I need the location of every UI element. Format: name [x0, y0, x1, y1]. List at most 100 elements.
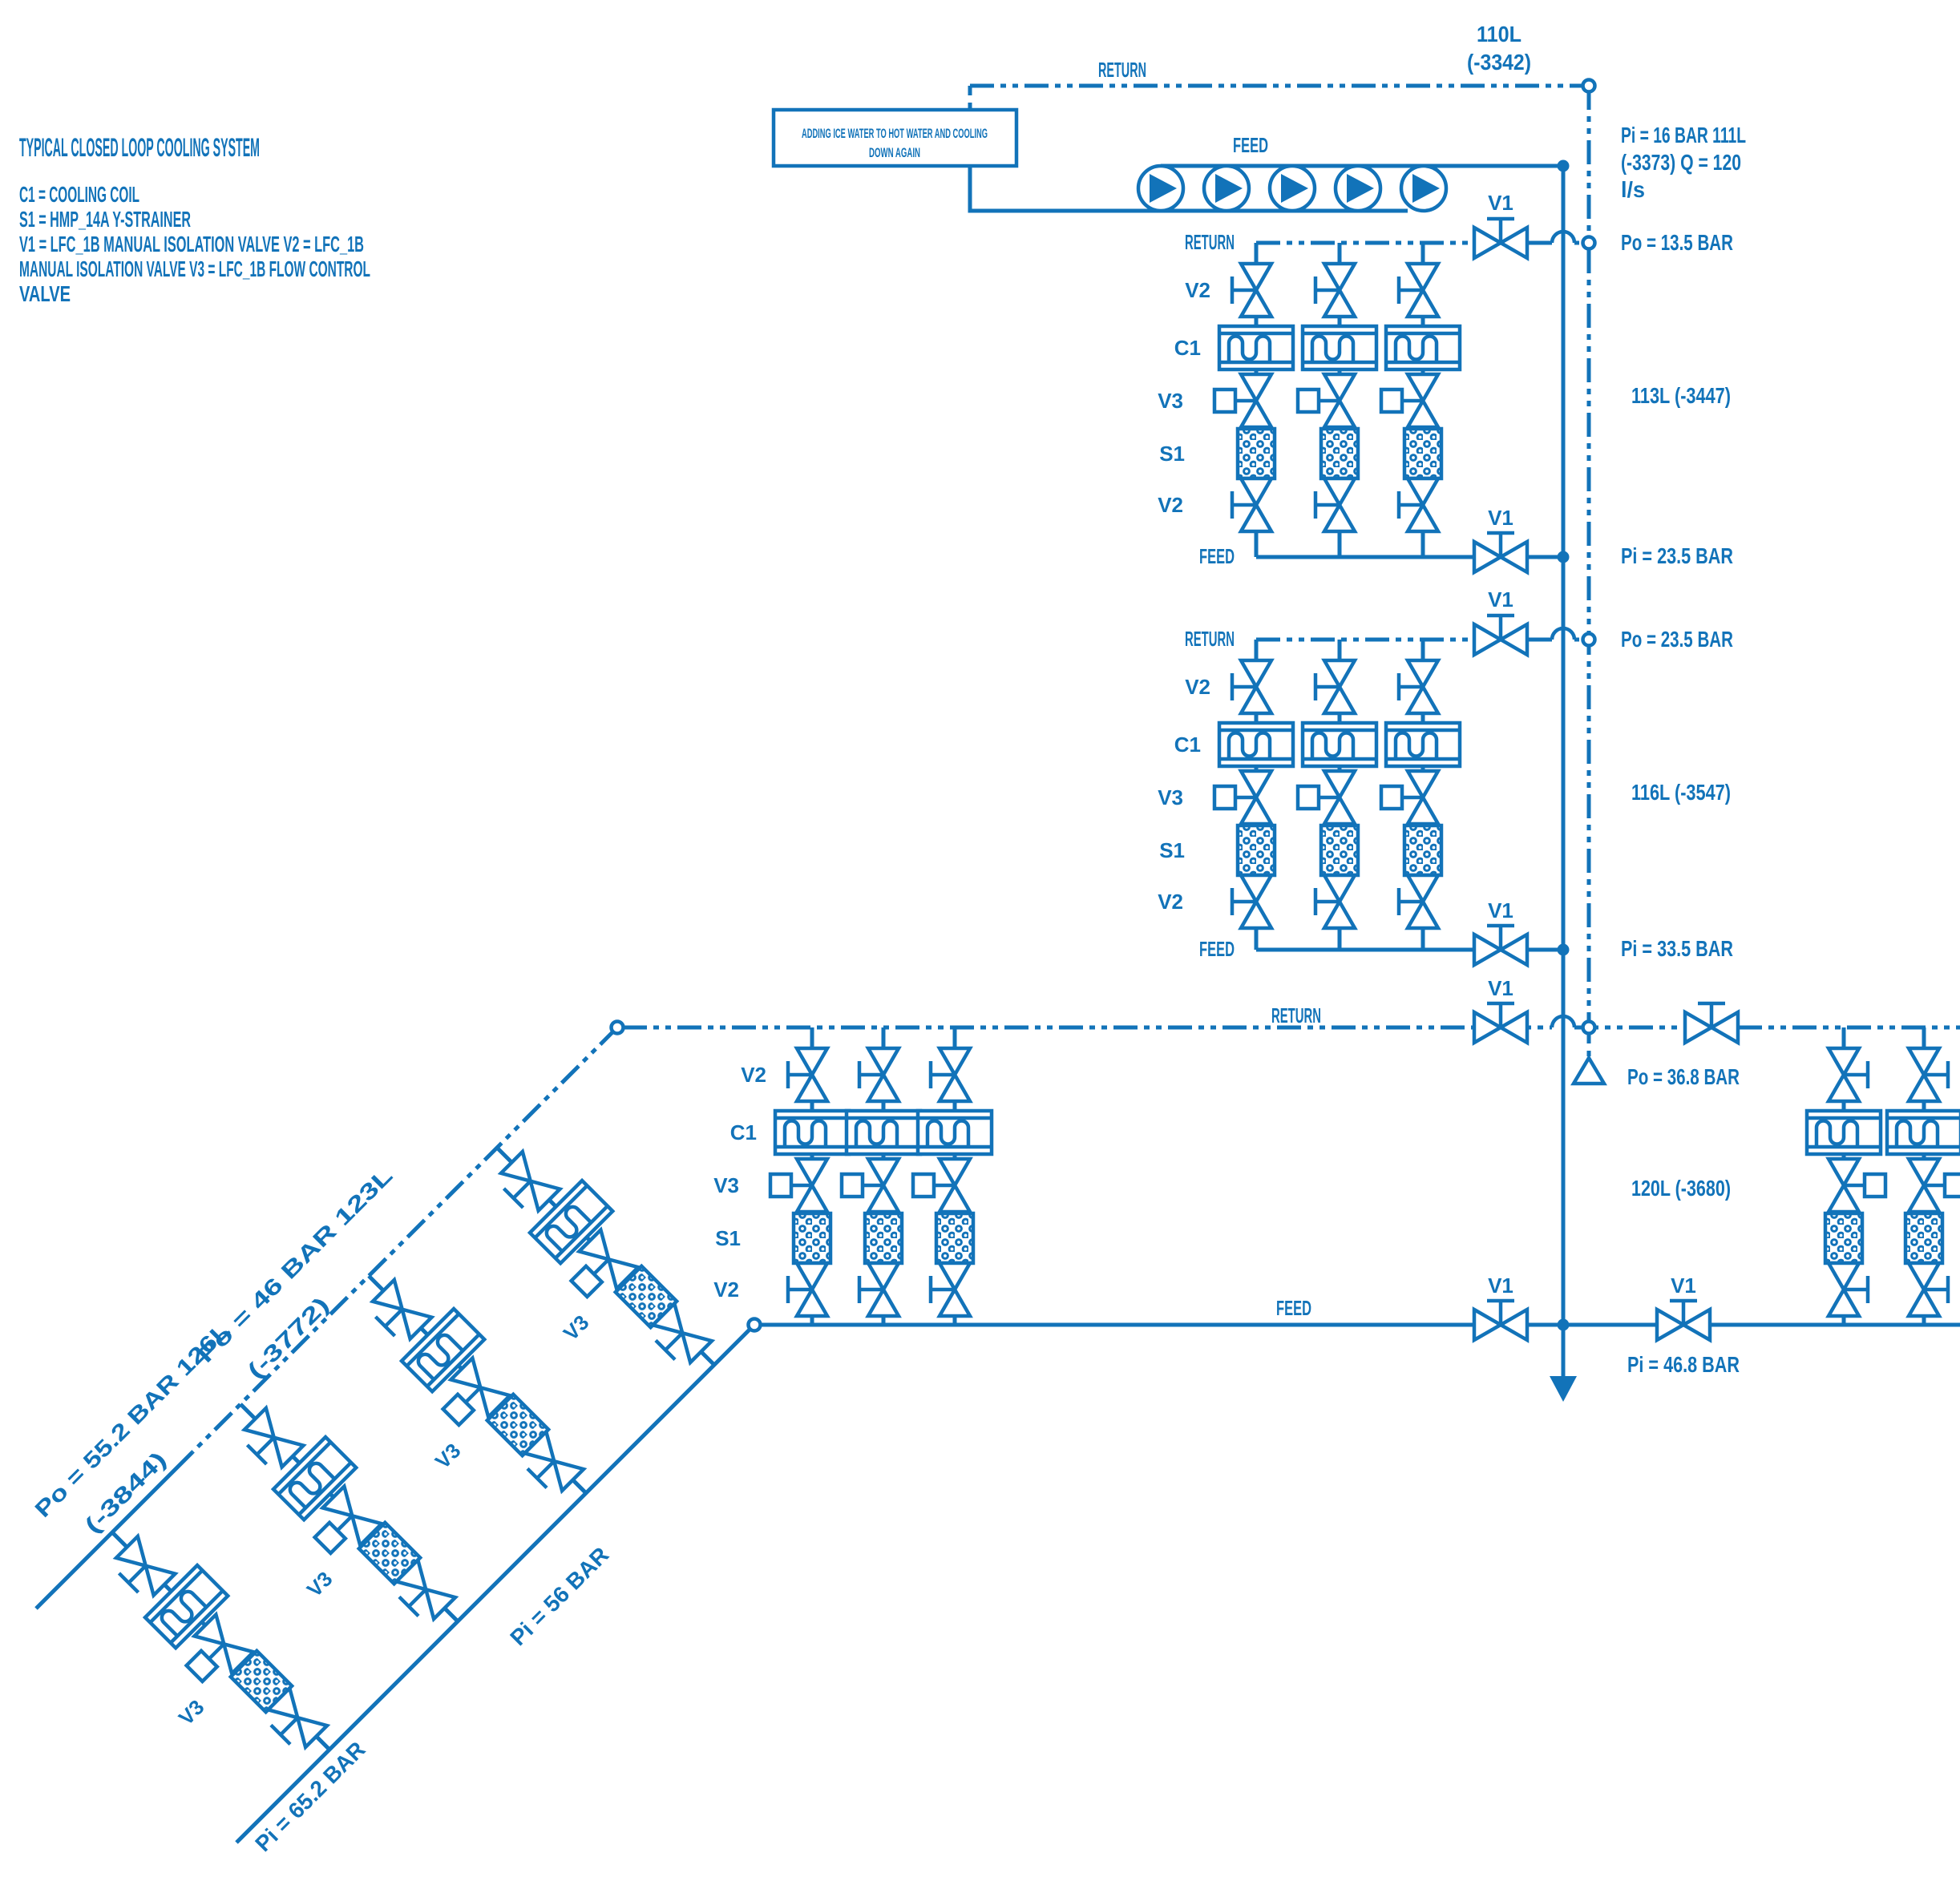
junction-dot: [1557, 551, 1570, 563]
cooling-branch-stack: [483, 1136, 727, 1381]
legend-line: MANUAL ISOLATION VALVE V3 = LFC_1B FLOW …: [19, 256, 370, 281]
pump-station: RETURN FEED: [1098, 58, 1446, 211]
feed-label: FEED: [1276, 1296, 1311, 1320]
cooling-branch: [913, 1048, 992, 1316]
cooling-branch: [770, 1048, 849, 1316]
isolation-valve-v1-icon: [1657, 1301, 1710, 1340]
v1-label: V1: [1488, 898, 1513, 922]
v3-label: V3: [1158, 389, 1183, 413]
junction-node: [749, 1319, 761, 1331]
s1-label: S1: [1159, 442, 1185, 466]
return-rail-126l: [34, 1451, 194, 1610]
legend-line: C1 = COOLING COIL: [19, 182, 139, 207]
cooling-branch: [1381, 660, 1460, 928]
cooling-branch: [1887, 1048, 1960, 1316]
feed-info-label: (-3373) Q = 120: [1621, 150, 1741, 175]
v1-label: V1: [1488, 976, 1513, 1000]
feed-label: FEED: [1199, 937, 1235, 961]
return-label: RETURN: [1098, 58, 1146, 82]
level-label: 116L (-3547): [1631, 780, 1731, 805]
riser-labels: 110L (-3342) Pi = 16 BAR 111L (-3373) Q …: [1467, 22, 1746, 202]
c1-label: C1: [1174, 733, 1201, 757]
pressure-in-label-126l: Pi = 65.2 BAR: [250, 1737, 370, 1856]
bank-113l: RETURN FEED V2 C1 V3 S1 V2 V1 V1 Po = 13…: [1158, 191, 1733, 572]
cooling-branch-diagonal: [467, 1121, 740, 1394]
v3-label: V3: [559, 1310, 594, 1346]
cooling-branch-stack: [226, 1393, 471, 1637]
junction-node: [1583, 1022, 1595, 1034]
vent-icon: [1570, 1054, 1607, 1086]
cooling-branch-diagonal: [339, 1249, 612, 1522]
isolation-valve-v1-icon: [1474, 533, 1527, 572]
v3-label-rot: V3: [302, 1567, 337, 1602]
isolation-valve-icon: [1685, 1003, 1738, 1043]
v2-label: V2: [1158, 493, 1183, 517]
isolation-valve-v1-icon: [1474, 1003, 1527, 1043]
legend: TYPICAL CLOSED LOOP COOLING SYSTEM C1 = …: [19, 133, 370, 306]
return-label: RETURN: [1271, 1003, 1321, 1027]
isolation-valve-v1-icon: [1474, 1301, 1527, 1340]
isolation-valve-v1-icon: [1474, 219, 1527, 258]
junction-node: [1583, 80, 1595, 92]
note-box-text: DOWN AGAIN: [869, 145, 920, 160]
isolation-valve-v1-icon: [1474, 926, 1527, 965]
pressure-out-label: Po = 23.5 BAR: [1621, 627, 1733, 652]
return-label: RETURN: [1185, 627, 1235, 651]
legend-line: V1 = LFC_1B MANUAL ISOLATION VALVE V2 = …: [19, 232, 364, 256]
level-label: 120L (-3680): [1631, 1176, 1731, 1201]
v2-label: V2: [1185, 278, 1210, 302]
cooling-branch-stack: [354, 1265, 599, 1509]
return-level-label: 110L: [1477, 22, 1522, 46]
junction-node: [612, 1022, 624, 1034]
junction-node: [1583, 237, 1595, 249]
level-label: 113L (-3447): [1631, 383, 1731, 408]
return-rail-123l: [191, 1026, 619, 1454]
cooling-branch-diagonal: [211, 1378, 483, 1650]
note-box: ADDING ICE WATER TO HOT WATER AND COOLIN…: [771, 107, 1019, 168]
return-level-label: (-3342): [1467, 50, 1531, 75]
note-box-text: ADDING ICE WATER TO HOT WATER AND COOLIN…: [802, 126, 988, 141]
cooling-branch: [1381, 264, 1460, 531]
cooling-branch: [1807, 1048, 1885, 1316]
c1-label: C1: [1174, 336, 1201, 360]
bank-right-partial: [1807, 1027, 1960, 1325]
v3-label-rot: V3: [430, 1439, 466, 1474]
feed-rail-diagonal: [235, 1323, 756, 1844]
v1-label: V1: [1488, 587, 1513, 612]
feed-label: FEED: [1233, 133, 1268, 157]
pump-icon: [1401, 166, 1446, 211]
page-title: TYPICAL CLOSED LOOP COOLING SYSTEM: [19, 133, 260, 162]
pump-icon: [1270, 166, 1315, 211]
pressure-out-label: Po = 13.5 BAR: [1621, 230, 1733, 255]
v2-label: V2: [713, 1278, 739, 1302]
v1-label: V1: [1671, 1274, 1696, 1298]
v1-label: V1: [1488, 506, 1513, 530]
v3-label: V3: [1158, 785, 1183, 809]
return-pipes: [34, 83, 1960, 1610]
v2-label: V2: [741, 1063, 766, 1087]
pressure-in-label: Pi = 23.5 BAR: [1621, 543, 1733, 568]
pressure-in-label: Pi = 65.2 BAR: [250, 1737, 370, 1856]
v3-label: V3: [302, 1567, 337, 1602]
v1-label: V1: [1488, 191, 1513, 215]
v3-label-rot: V3: [174, 1695, 209, 1730]
feed-info-label: l/s: [1621, 177, 1645, 202]
s1-label: S1: [715, 1226, 741, 1250]
junction-node: [1583, 634, 1595, 646]
v2-label: V2: [1185, 675, 1210, 699]
feed-label: FEED: [1199, 544, 1235, 568]
pump-suction-rail: [968, 166, 1408, 213]
return-label: RETURN: [1185, 230, 1235, 254]
v3-label: V3: [174, 1695, 209, 1730]
bank-116l: RETURN FEED V2 C1 V3 S1 V2 V1 V1 Po = 23…: [1158, 587, 1733, 965]
pump-icon: [1336, 166, 1380, 211]
pump-icon: [1138, 166, 1183, 211]
cooling-branch: [842, 1048, 920, 1316]
isolation-valve-v1-icon: [1474, 616, 1527, 655]
junction-dot: [1557, 943, 1570, 956]
junction-dot: [1557, 159, 1570, 172]
pump-icon: [1204, 166, 1249, 211]
cooling-branch-stack: [98, 1521, 342, 1766]
